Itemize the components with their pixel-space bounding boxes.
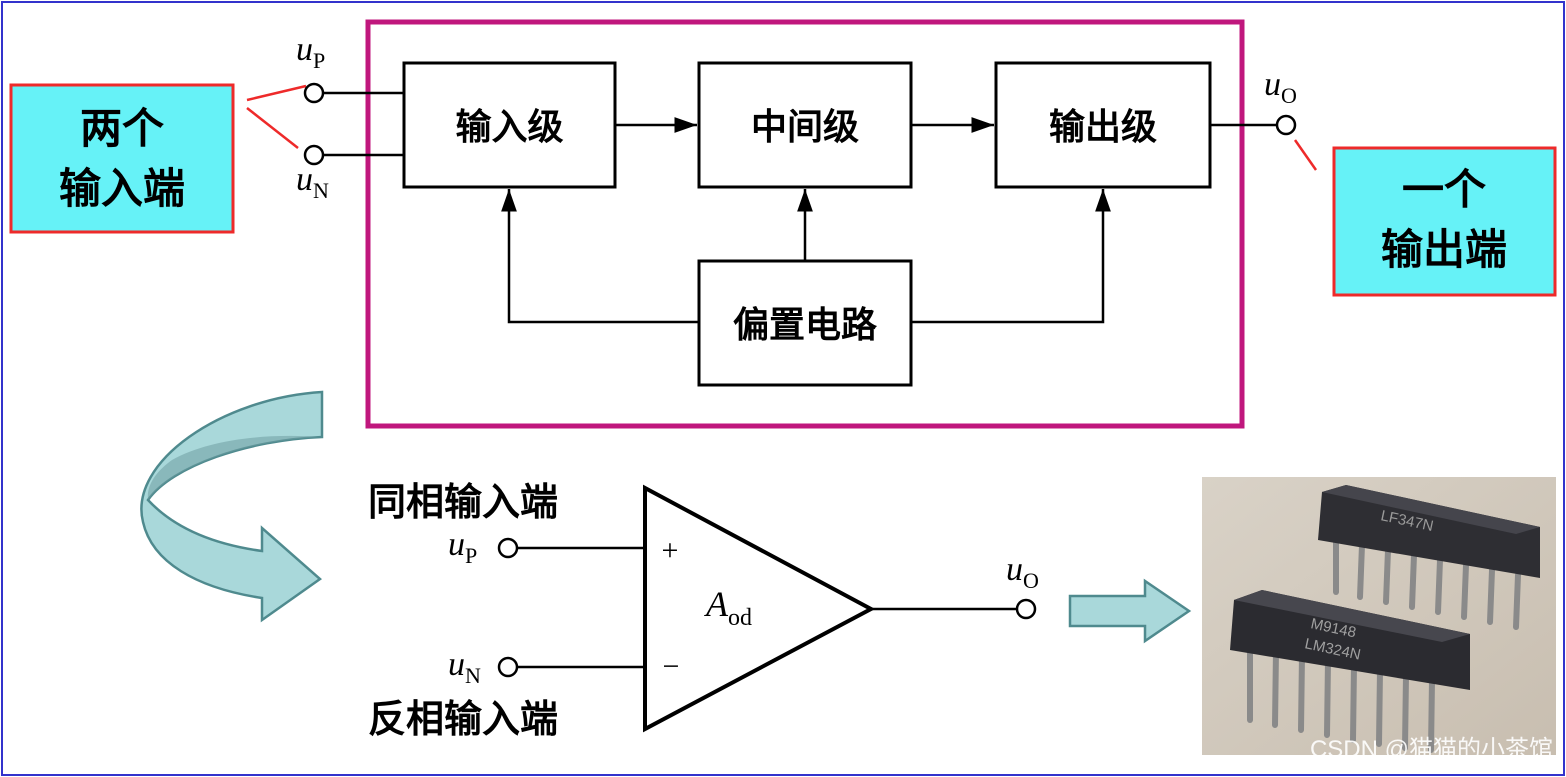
- block-output-stage: 输出级: [994, 61, 1212, 189]
- opamp-minus-sign: −: [663, 650, 680, 683]
- one-output-line1: 一个: [1402, 165, 1486, 214]
- opamp-up-circle: [497, 537, 519, 559]
- terminal-uo-top: uO: [1264, 66, 1297, 108]
- block-middle-stage: 中间级: [697, 61, 913, 189]
- callout-leader-un: [246, 107, 299, 149]
- terminal-up-top: uP: [296, 31, 325, 73]
- terminal-uo-circle: [1275, 114, 1297, 136]
- two-inputs-callout: 两个 输入端: [9, 83, 235, 234]
- arrow-bias-to-input: [501, 189, 699, 324]
- one-output-line2: 输出端: [1381, 225, 1507, 274]
- curved-arrow-icon: [140, 390, 324, 623]
- block-input-stage: 输入级: [402, 61, 617, 189]
- chip-photo: LF347N M9148 LM324N CSDN @猫猫的小茶馆: [1202, 477, 1556, 763]
- two-inputs-line1: 两个: [80, 104, 164, 153]
- output-stage-label: 输出级: [1049, 106, 1157, 148]
- callout-leader-uo: [1293, 139, 1318, 171]
- noninverting-input-label: 同相输入端: [368, 479, 558, 524]
- input-stage-label: 输入级: [455, 106, 563, 148]
- opamp-gain-label: Aod: [704, 584, 752, 631]
- arrow-bias-to-output: [911, 189, 1111, 324]
- inverting-input-label: 反相输入端: [368, 696, 558, 741]
- block-bias-circuit: 偏置电路: [697, 259, 913, 387]
- two-inputs-line2: 输入端: [59, 164, 185, 213]
- chip-front: M9148 LM324N: [1230, 590, 1470, 753]
- one-output-callout: 一个 输出端: [1332, 146, 1557, 297]
- opamp-up-label: uP: [448, 526, 477, 568]
- opamp-plus-sign: +: [662, 534, 679, 567]
- bias-circuit-label: 偏置电路: [733, 304, 878, 346]
- terminal-up-circle: [303, 82, 325, 104]
- opamp-un-label: uN: [448, 646, 481, 688]
- right-arrow-icon: [1068, 578, 1192, 644]
- chip-back: LF347N: [1318, 485, 1540, 630]
- middle-stage-label: 中间级: [751, 106, 859, 148]
- opamp-internal-boundary: [365, 19, 1245, 429]
- opamp-uo-circle: [1015, 598, 1037, 620]
- opamp-triangle: [643, 484, 876, 733]
- curved-arrow-shade: [147, 435, 322, 500]
- terminal-un-top: uN: [296, 161, 329, 203]
- callout-leader-up: [246, 84, 307, 102]
- opamp-un-circle: [497, 656, 519, 678]
- watermark: CSDN @猫猫的小茶馆: [1310, 736, 1553, 763]
- opamp-uo-label: uO: [1006, 551, 1039, 593]
